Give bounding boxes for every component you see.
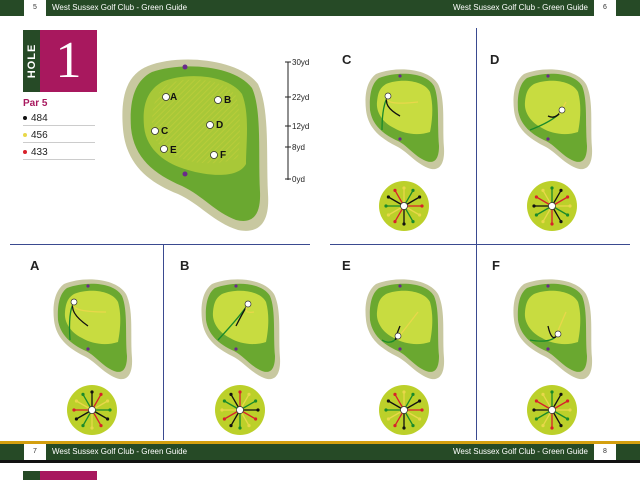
page-gap: [0, 460, 640, 463]
green-map: [122, 59, 269, 231]
par-label: Par 5: [23, 98, 48, 109]
tee-dot: [23, 150, 27, 155]
footer-title-right: West Sussex Golf Club - Green Guide: [452, 447, 588, 456]
pin-icon: [70, 298, 78, 306]
footer-title-left: West Sussex Golf Club - Green Guide: [52, 447, 188, 456]
header-bar: 5 West Sussex Golf Club - Green Guide We…: [0, 0, 640, 16]
mini-green-e: [365, 279, 445, 380]
tee-dot: [23, 133, 27, 138]
mini-green-d: [513, 69, 593, 170]
divider: [330, 244, 630, 245]
next-page-edge: [0, 463, 640, 480]
hole-marker-icon: [182, 64, 188, 70]
panel-label-f: F: [492, 258, 500, 273]
break-compass-a: [67, 385, 117, 435]
mini-green-a: [53, 279, 133, 380]
break-compass-c: [379, 181, 429, 231]
mini-green-c: [365, 69, 445, 170]
pin-icon-b: [214, 96, 222, 104]
break-compass-d: [527, 181, 577, 231]
pin-icon-c: [151, 127, 159, 135]
panel-label-b: B: [180, 258, 190, 273]
page-number-left: 5: [24, 0, 46, 16]
yardage-8: 8yd: [292, 143, 305, 152]
panel-label-d: D: [490, 52, 500, 67]
tee-yardage: 433: [23, 147, 95, 160]
mini-green-f: [513, 279, 593, 380]
hole-badge: HOLE 1: [23, 30, 97, 92]
pin-icon-d: [206, 121, 214, 129]
page-number-right: 8: [594, 444, 616, 460]
hole-number: 1: [40, 30, 97, 92]
hole-marker-icon: [182, 171, 188, 177]
mini-green-b: [201, 279, 281, 380]
pin-label-f: F: [220, 150, 227, 161]
pin-icon: [554, 330, 562, 338]
panel-label-c: C: [342, 52, 352, 67]
yardage-22: 22yd: [292, 93, 310, 102]
pin-icon-f: [210, 151, 218, 159]
panel-label-e: E: [342, 258, 351, 273]
panel-label-a: A: [30, 258, 40, 273]
tee-yardage: 484: [23, 113, 95, 126]
break-compass-e: [379, 385, 429, 435]
pin-icon: [244, 300, 252, 308]
header-title-left: West Sussex Golf Club - Green Guide: [52, 3, 188, 12]
divider: [10, 244, 310, 245]
pin-label-d: D: [216, 120, 224, 131]
pin-icon-a: [162, 93, 170, 101]
yardage-30: 30yd: [292, 58, 310, 67]
tee-dot: [23, 116, 27, 121]
pin-icon: [384, 92, 392, 100]
hole-label: HOLE: [23, 30, 40, 92]
pin-label-b: B: [224, 95, 232, 106]
footer-bar: 7 West Sussex Golf Club - Green Guide We…: [0, 444, 640, 460]
pin-label-a: A: [170, 92, 178, 103]
pin-icon: [558, 106, 566, 114]
pin-icon-e: [160, 145, 168, 153]
yardage-scale-line: [285, 61, 291, 180]
yardage-12: 12yd: [292, 122, 310, 131]
tee-yardage: 456: [23, 130, 95, 143]
pin-position-icons: [151, 93, 222, 159]
pin-label-e: E: [170, 145, 177, 156]
divider: [476, 28, 477, 440]
pin-label-c: C: [161, 126, 169, 137]
break-compass-f: [527, 385, 577, 435]
break-compass-b: [215, 385, 265, 435]
divider: [163, 244, 164, 440]
header-title-right: West Sussex Golf Club - Green Guide: [452, 3, 588, 12]
footer-stripe: [0, 441, 640, 444]
page-number-right: 6: [594, 0, 616, 16]
page-number-left: 7: [24, 444, 46, 460]
pin-icon: [394, 332, 402, 340]
yardage-0: 0yd: [292, 175, 305, 184]
